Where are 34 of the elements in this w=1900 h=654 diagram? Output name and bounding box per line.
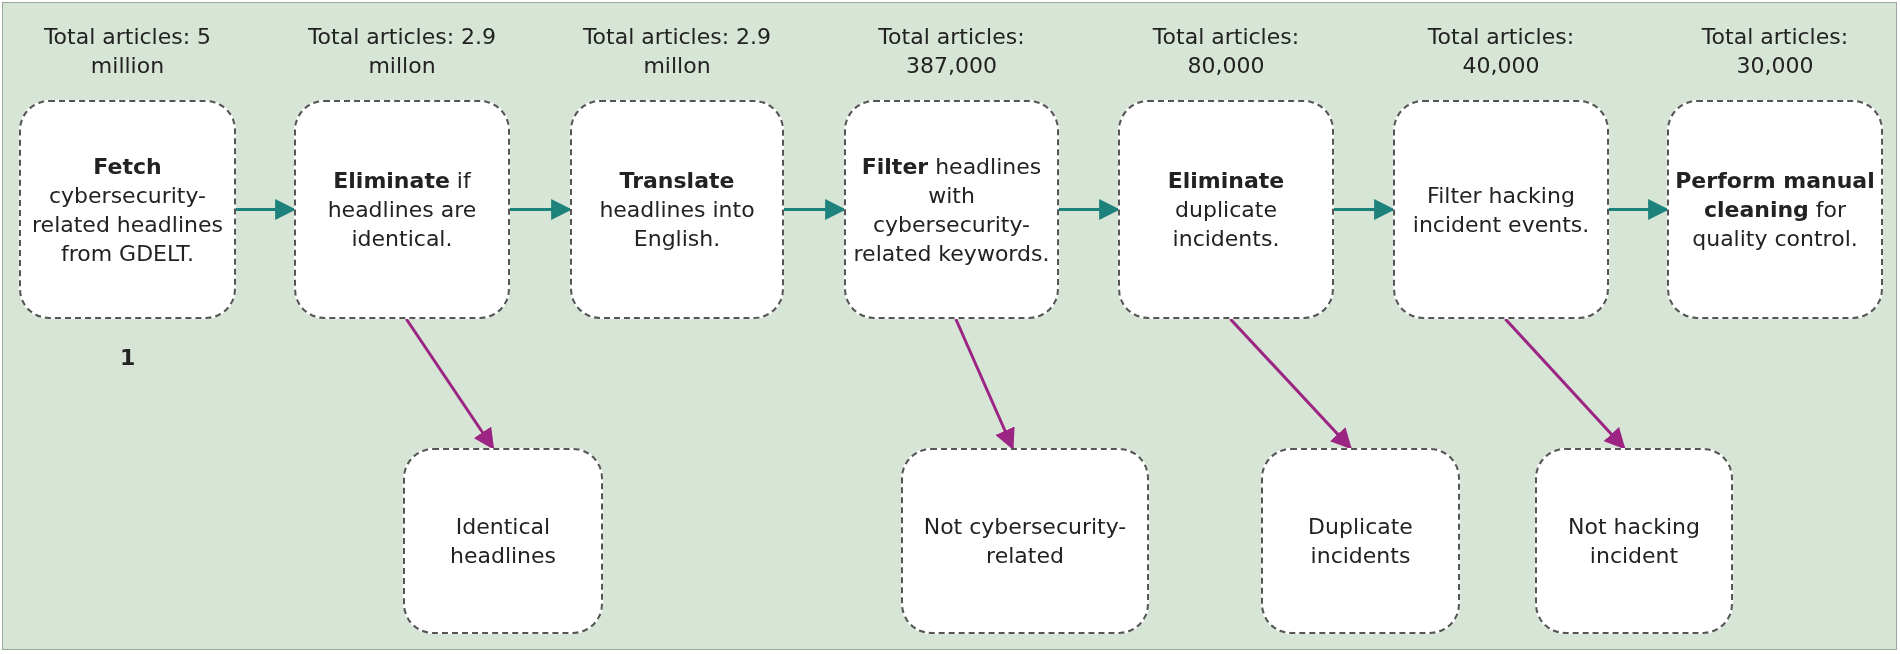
step-number: 1 (120, 345, 136, 370)
process-box (294, 100, 510, 319)
article-count: Total articles: 30,000 (1700, 23, 1850, 80)
article-count: Total articles: 2.9 millon (306, 23, 498, 80)
excluded-box (901, 448, 1149, 634)
step-text: Not hacking incident (1567, 513, 1701, 570)
arrow (954, 318, 1015, 450)
step-text: Filter hacking incident events. (1411, 181, 1591, 239)
article-count: Total articles: 80,000 (1151, 23, 1301, 80)
step-text: Duplicate incidents (1307, 513, 1414, 570)
step-text: Fetch cybersecurity-related headlines from GDELT. (31, 152, 224, 268)
process-box (844, 100, 1059, 319)
step-text: Filter headlines with cybersecurity-related keywords. (852, 152, 1051, 268)
arrow (1229, 317, 1352, 450)
excluded-box (403, 448, 603, 634)
process-box (1118, 100, 1334, 319)
excluded-box (1535, 448, 1733, 634)
process-box (1393, 100, 1609, 319)
step-text: Perform manual cleaning for quality control. (1675, 167, 1875, 253)
step-text: Not cybersecurity-related (922, 513, 1128, 570)
process-box (19, 100, 236, 319)
arrow (405, 318, 495, 450)
step-text: Translate headlines into English. (598, 167, 756, 253)
step-text: Eliminate if headlines are identical. (326, 167, 478, 253)
article-count: Total articles: 387,000 (877, 23, 1026, 80)
excluded-box (1261, 448, 1460, 634)
arrow (1504, 318, 1626, 450)
process-box (570, 100, 784, 319)
article-count: Total articles: 5 million (42, 23, 213, 80)
process-box (1667, 100, 1883, 319)
step-text: Identical headlines (448, 513, 558, 570)
article-count: Total articles: 2.9 millon (581, 23, 773, 80)
article-count: Total articles: 40,000 (1426, 23, 1576, 80)
step-text: Eliminate duplicate incidents. (1166, 167, 1286, 253)
